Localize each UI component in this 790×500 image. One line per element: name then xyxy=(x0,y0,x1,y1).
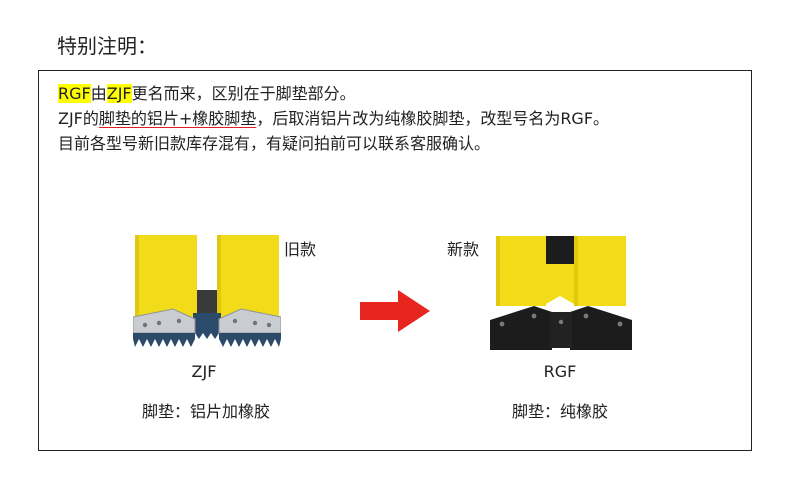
new-right-rubber-foot xyxy=(570,306,632,350)
page-heading: 特别注明： xyxy=(57,34,157,58)
old-left-aluminum-plate xyxy=(133,308,196,334)
old-left-rubber-teeth xyxy=(133,333,195,347)
zjf-highlight: ZJF xyxy=(106,84,132,103)
new-tag: 新款 xyxy=(447,240,480,259)
notice-text: RGF由ZJF更名而来，区别在于脚垫部分。 ZJF的脚垫的铝片+橡胶脚垫，后取消… xyxy=(58,81,609,156)
old-ladder-right-leg xyxy=(217,235,279,317)
old-right-rubber-teeth xyxy=(219,333,281,347)
old-ladder-left-leg xyxy=(135,235,197,317)
notice-zjf-de: ZJF的 xyxy=(58,109,99,128)
new-ladder-image xyxy=(490,236,632,350)
notice-you: 由 xyxy=(90,84,107,103)
new-left-rubber-foot xyxy=(490,306,552,350)
rgf-highlight: RGF xyxy=(58,84,91,103)
new-ladder-right-leg xyxy=(574,236,626,306)
old-right-aluminum-plate xyxy=(218,308,281,334)
red-arrow-icon xyxy=(360,290,430,332)
old-model-name: ZJF xyxy=(191,362,217,381)
new-ladder-left-leg xyxy=(496,236,546,306)
notice-line-1: RGF由ZJF更名而来，区别在于脚垫部分。 xyxy=(58,81,609,106)
new-foot-description: 脚垫：纯橡胶 xyxy=(511,402,608,421)
notice-line-1-rest: 更名而来，区别在于脚垫部分。 xyxy=(131,84,356,103)
underlined-foot-desc: 脚垫的铝片+橡胶脚垫 xyxy=(98,109,257,128)
old-tag: 旧款 xyxy=(284,240,317,259)
old-ladder-image xyxy=(133,235,281,347)
notice-line-3: 目前各型号新旧款库存混有，有疑问拍前可以联系客服确认。 xyxy=(58,134,491,153)
old-foot-description: 脚垫：铝片加橡胶 xyxy=(141,402,270,421)
notice-box: RGF由ZJF更名而来，区别在于脚垫部分。 ZJF的脚垫的铝片+橡胶脚垫，后取消… xyxy=(38,70,752,451)
notice-line-2-rest: ，后取消铝片改为纯橡胶脚垫，改型号名为RGF。 xyxy=(256,109,610,128)
notice-line-2: ZJF的脚垫的铝片+橡胶脚垫，后取消铝片改为纯橡胶脚垫，改型号名为RGF。 xyxy=(58,106,609,131)
new-model-name: RGF xyxy=(543,362,577,381)
